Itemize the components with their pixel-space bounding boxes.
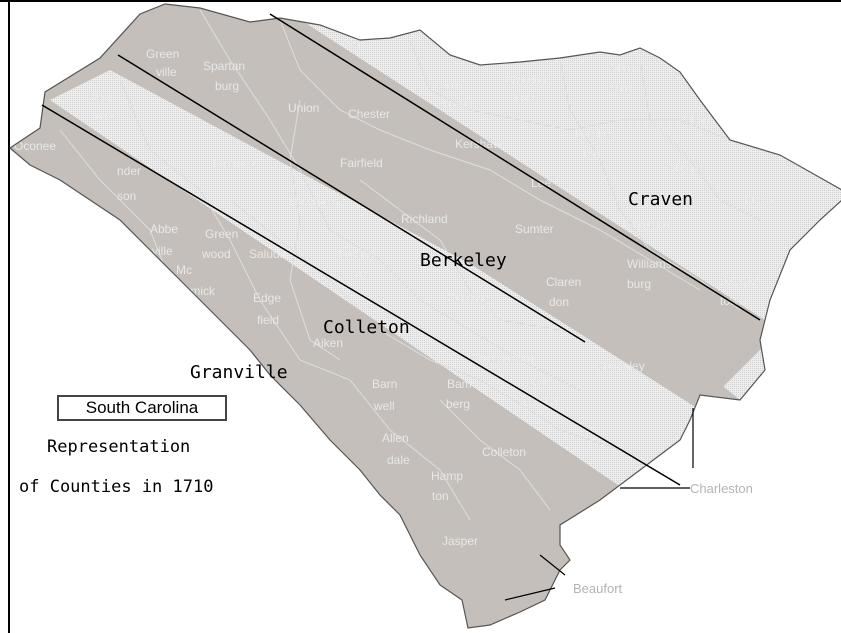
region-label-craven: Craven <box>628 189 693 210</box>
county-label: Florence <box>623 217 670 231</box>
county-label: Chester <box>348 107 390 121</box>
granville-colleton-boundary <box>41 104 681 486</box>
county-label: ville <box>156 65 177 79</box>
county-label: Newberry <box>289 195 340 209</box>
map-subtitle-line1: Representation <box>47 437 191 457</box>
county-label: nder <box>117 164 141 178</box>
county-label: ville <box>152 244 173 258</box>
county-label: Mc <box>176 263 192 277</box>
county-label: Saluda <box>249 247 287 261</box>
county-label: Allen <box>382 431 409 445</box>
county-label: wood <box>201 247 231 261</box>
county-label: Horry <box>745 193 774 207</box>
city-label-charleston: Charleston <box>690 481 753 496</box>
county-label: Darling <box>575 127 613 141</box>
county-label: Hamp <box>431 469 463 483</box>
county-label: Lan <box>438 79 458 93</box>
county-label: Dor <box>528 375 547 389</box>
county-label: Abbe <box>150 222 178 236</box>
county-label: field <box>257 313 279 327</box>
county-label: burg <box>215 79 239 93</box>
county-label: Richland <box>401 212 448 226</box>
county-label: Chester <box>505 73 547 87</box>
top-border-line <box>0 0 841 2</box>
county-label: York <box>343 37 368 51</box>
county-label: Fairfield <box>340 156 383 170</box>
county-label: son <box>117 189 136 203</box>
county-label: Williams <box>627 257 672 271</box>
map-title-box: South Carolina <box>57 395 227 421</box>
county-label: Green <box>146 47 179 61</box>
county-label: Barn <box>372 377 397 391</box>
county-label: burg <box>627 277 651 291</box>
county-label: berg <box>446 397 470 411</box>
county-label: Marion <box>668 161 705 175</box>
county-label: Laurens <box>213 157 256 171</box>
county-label: Aiken <box>313 336 343 350</box>
county-label: Green <box>205 227 238 241</box>
county-label: ton <box>352 267 369 281</box>
county-label: Lexing <box>339 247 374 261</box>
beaufort-pointer <box>539 554 566 576</box>
county-label: Berkeley <box>598 359 645 373</box>
left-border-line <box>8 0 10 633</box>
county-label: Dillon <box>680 113 710 127</box>
region-label-berkeley: Berkeley <box>420 250 507 271</box>
berkeley-craven-boundary <box>269 13 761 321</box>
county-label: Spartan <box>203 59 245 73</box>
county-label: Marl <box>610 61 633 75</box>
state-outline <box>9 3 841 629</box>
county-label: caster <box>440 97 473 111</box>
county-label: Sumter <box>515 222 554 236</box>
county-label: Claren <box>546 275 581 289</box>
beaufort-pointer-2 <box>504 587 556 601</box>
county-label: dale <box>387 453 410 467</box>
region-label-colleton: Colleton <box>323 317 410 338</box>
county-label: ton <box>583 147 600 161</box>
county-label: ens <box>95 109 114 123</box>
county-label: boro <box>608 81 632 95</box>
colleton-berkeley-boundary-a <box>117 54 586 343</box>
county-label: ton <box>432 489 449 503</box>
county-label: Orangeburg <box>470 351 534 365</box>
county-label: Calhoun <box>446 291 491 305</box>
county-label: Jasper <box>442 534 478 548</box>
map-subtitle-line2: of Counties in 1710 <box>19 477 214 497</box>
county-label: George <box>716 274 756 288</box>
county-label: town <box>720 294 745 308</box>
city-label-beaufort: Beaufort <box>573 581 623 596</box>
county-label: Pick <box>90 91 114 105</box>
county-lines <box>59 9 761 521</box>
county-label: well <box>373 399 395 413</box>
county-label: Colleton <box>482 445 526 459</box>
county-label: Bam <box>447 377 472 391</box>
region-label-granville: Granville <box>190 362 288 383</box>
county-label: Union <box>288 101 319 115</box>
county-label: Edge <box>253 291 281 305</box>
berkeley-band <box>110 4 780 410</box>
county-label: Cormick <box>171 284 216 298</box>
county-label: don <box>549 295 569 309</box>
county-label: field <box>515 91 537 105</box>
county-label: Oconee <box>14 139 56 153</box>
